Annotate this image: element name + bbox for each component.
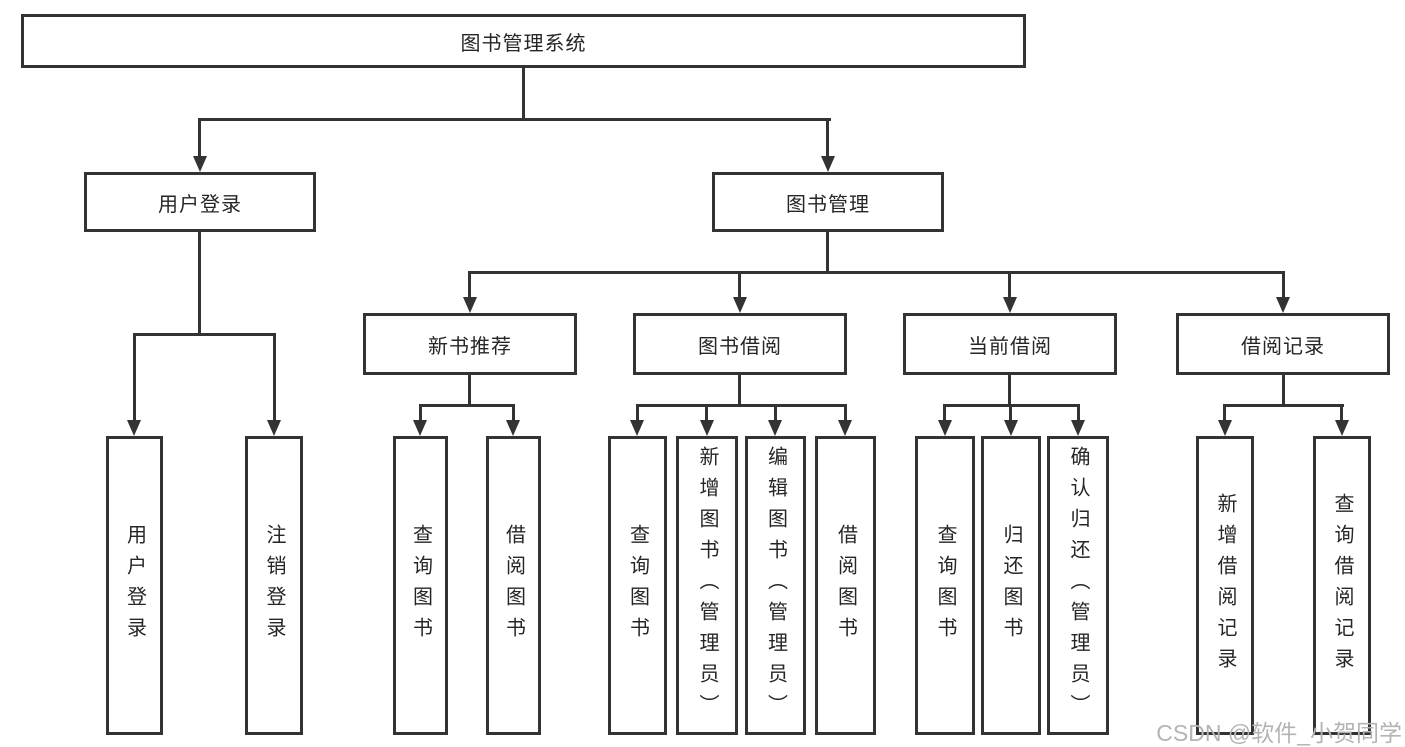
leaf-confirm-return-admin-label: 确认归还（管理员） [1067,446,1089,725]
leaf-add-book-admin-label: 新增图书（管理员） [696,446,718,725]
connector-line [419,404,515,407]
leaf-edit-book-admin-label: 编辑图书（管理员） [764,446,787,725]
leaf-recommend-query-book-label: 查询图书 [409,523,432,648]
arrowhead [267,420,281,436]
leaf-current-query-book-label: 查询图书 [934,523,956,648]
leaf-logout-label: 注销登录 [263,523,285,648]
node-current-borrow: 当前借阅 [903,313,1117,375]
connector-line [1008,271,1011,299]
node-current-borrow-label: 当前借阅 [968,335,1052,358]
node-user-login: 用户登录 [84,172,316,232]
arrowhead [413,420,427,436]
arrowhead [838,420,852,436]
connector-line [133,333,276,336]
node-root: 图书管理系统 [21,14,1026,68]
connector-line [774,404,777,421]
arrowhead [630,420,644,436]
leaf-recommend-borrow-book-label: 借阅图书 [502,523,525,648]
leaf-logout: 注销登录 [245,436,303,735]
arrowhead [768,420,782,436]
connector-line [636,404,847,407]
connector-line [198,118,831,121]
connector-line [738,271,741,299]
leaf-return-book-label: 归还图书 [1000,523,1022,648]
connector-line [826,232,829,274]
leaf-return-book: 归还图书 [981,436,1041,735]
connector-line [1008,375,1011,407]
leaf-current-query-book: 查询图书 [915,436,975,735]
leaf-confirm-return-admin: 确认归还（管理员） [1047,436,1109,735]
connector-line [1009,404,1012,421]
connector-line [419,404,422,421]
connector-line [1282,375,1285,407]
arrowhead [506,420,520,436]
arrowhead [1335,420,1349,436]
connector-line [705,404,708,421]
arrowhead [463,297,477,313]
connector-line [738,375,741,407]
node-new-book-recommend-label: 新书推荐 [428,335,512,358]
arrowhead [1004,420,1018,436]
node-book-management-label: 图书管理 [786,193,870,216]
connector-line [522,66,525,120]
leaf-add-book-admin: 新增图书（管理员） [676,436,738,735]
connector-line [468,271,1285,274]
leaf-borrow-query-book-label: 查询图书 [626,523,649,648]
connector-line [1077,404,1080,421]
arrowhead [1003,297,1017,313]
connector-line [1340,404,1343,421]
connector-line [468,375,471,407]
leaf-edit-book-admin: 编辑图书（管理员） [745,436,806,735]
leaf-recommend-query-book: 查询图书 [393,436,448,735]
node-book-borrow: 图书借阅 [633,313,847,375]
leaf-recommend-borrow-book: 借阅图书 [486,436,541,735]
arrowhead [938,420,952,436]
leaf-add-borrow-record: 新增借阅记录 [1196,436,1254,735]
connector-line [826,118,829,158]
leaf-user-login: 用户登录 [106,436,163,735]
node-user-login-label: 用户登录 [158,193,242,216]
arrowhead [1071,420,1085,436]
leaf-borrow-query-book: 查询图书 [608,436,667,735]
leaf-borrow-book-label: 借阅图书 [834,523,857,648]
node-book-borrow-label: 图书借阅 [698,335,782,358]
node-borrow-record-label: 借阅记录 [1241,335,1325,358]
leaf-query-borrow-record-label: 查询借阅记录 [1331,492,1353,679]
connector-line [198,232,201,336]
leaf-query-borrow-record: 查询借阅记录 [1313,436,1371,735]
arrowhead [1276,297,1290,313]
arrowhead [1218,420,1232,436]
connector-line [1282,271,1285,299]
connector-line [468,271,471,299]
node-new-book-recommend: 新书推荐 [363,313,577,375]
connector-line [943,404,946,421]
connector-line [844,404,847,421]
node-book-management: 图书管理 [712,172,944,232]
connector-line [636,404,639,421]
node-root-label: 图书管理系统 [460,32,587,55]
arrowhead [193,156,207,172]
connector-line [1223,404,1344,407]
leaf-user-login-label: 用户登录 [123,523,146,648]
leaf-add-borrow-record-label: 新增借阅记录 [1214,492,1236,679]
arrowhead [700,420,714,436]
arrowhead [733,297,747,313]
arrowhead [821,156,835,172]
connector-line [198,118,201,158]
connector-line [133,333,136,422]
connector-line [273,333,276,422]
csdn-watermark: CSDN @软件_小贺同学 [1156,720,1402,746]
leaf-borrow-book: 借阅图书 [815,436,876,735]
connector-line [1223,404,1226,421]
connector-line [512,404,515,421]
node-borrow-record: 借阅记录 [1176,313,1390,375]
arrowhead [127,420,141,436]
